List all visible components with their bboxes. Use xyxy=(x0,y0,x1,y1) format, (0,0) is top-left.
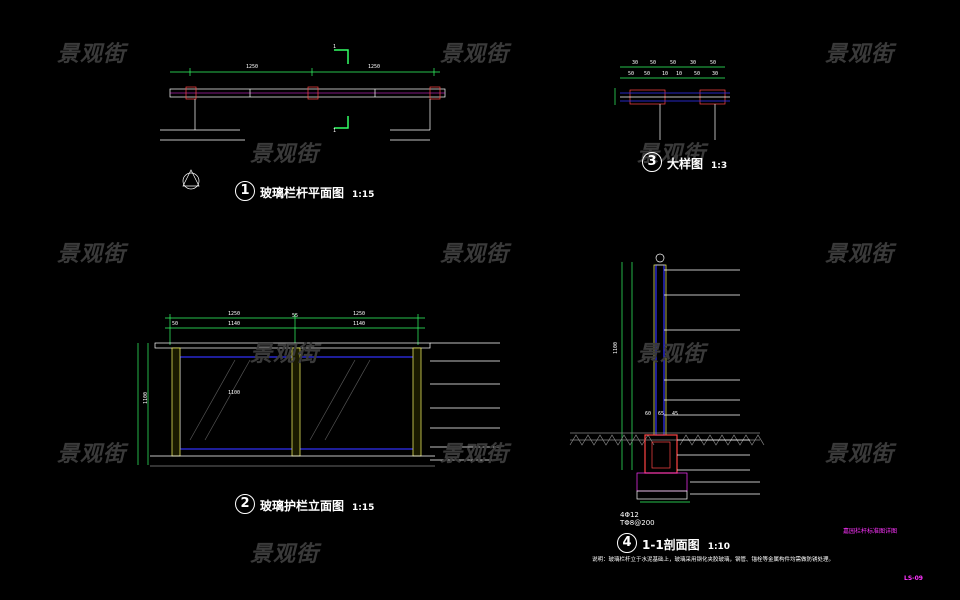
section-mark: 1 xyxy=(333,44,337,50)
detail-view xyxy=(614,66,730,140)
sheet-number: LS-09 xyxy=(904,575,923,582)
dim-label: 50 xyxy=(644,71,651,77)
drawing-number: 3 xyxy=(642,152,662,172)
dim-label: 30 xyxy=(690,60,697,66)
dim-label: 1100 xyxy=(613,341,620,355)
elevation-view xyxy=(137,314,500,467)
watermark: 景观街 xyxy=(250,342,320,367)
dim-label: 10 xyxy=(662,71,669,77)
rebar-label: 4Φ12 xyxy=(620,511,639,519)
dim-label: 30 xyxy=(632,60,639,66)
dim-label: 1250 xyxy=(228,311,241,317)
section-view xyxy=(569,253,765,503)
drawing-number: 4 xyxy=(617,533,637,553)
dim-label: 1250 xyxy=(246,64,259,70)
plan-view xyxy=(160,49,446,190)
watermark: 景观街 xyxy=(440,42,510,67)
watermark: 景观街 xyxy=(57,442,127,467)
watermark: 景观街 xyxy=(250,542,320,567)
watermark: 景观街 xyxy=(825,42,895,67)
watermark: 景观街 xyxy=(250,142,320,167)
stamp-text: 嘉园栏杆标准图详图 xyxy=(843,528,898,535)
dim-label: 50 xyxy=(628,71,635,77)
watermark: 景观街 xyxy=(637,342,707,367)
dim-label: 1250 xyxy=(353,311,366,317)
dim-label: 1100 xyxy=(143,391,150,405)
dim-label: 65 xyxy=(658,411,665,417)
dim-label: 60 xyxy=(645,411,652,417)
watermark: 景观街 xyxy=(57,42,127,67)
dim-label: 50 xyxy=(172,321,179,327)
dim-label: 50 xyxy=(670,60,677,66)
dim-label: 1140 xyxy=(353,321,366,327)
dim-label: 50 xyxy=(650,60,657,66)
section-mark: 1 xyxy=(333,128,337,134)
watermark: 景观街 xyxy=(440,442,510,467)
drawing-number: 1 xyxy=(235,181,255,201)
rebar-label: TΦ8@200 xyxy=(620,519,655,527)
dim-label: 55 xyxy=(292,313,299,319)
dim-label: 10 xyxy=(676,71,683,77)
dim-label: 50 xyxy=(710,60,717,66)
dim-label: 30 xyxy=(712,71,719,77)
watermark: 景观街 xyxy=(825,242,895,267)
watermark: 景观街 xyxy=(57,242,127,267)
watermark: 景观街 xyxy=(825,442,895,467)
watermark: 景观街 xyxy=(440,242,510,267)
drawing-number: 2 xyxy=(235,494,255,514)
general-note: 说明：玻璃栏杆立于水泥基础上，玻璃采用钢化夹胶玻璃，钢管、锚栓等金属构件均需做防… xyxy=(592,557,835,563)
dim-label: 1140 xyxy=(228,321,241,327)
dim-label: 1250 xyxy=(368,64,381,70)
dim-label: 50 xyxy=(694,71,701,77)
dim-label: 45 xyxy=(672,411,679,417)
dim-label: 1100 xyxy=(228,390,241,396)
